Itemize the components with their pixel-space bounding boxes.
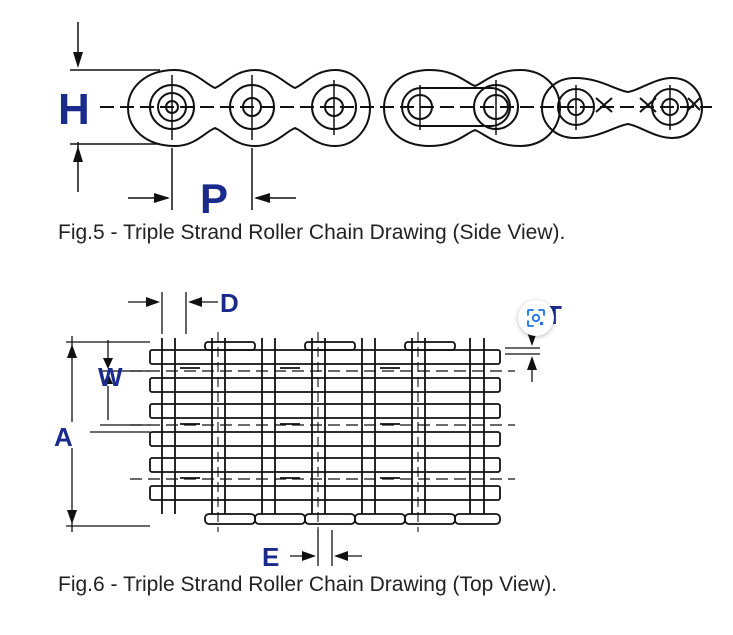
- dim-label-h: H: [58, 85, 90, 134]
- lens-search-button[interactable]: [518, 300, 554, 336]
- dim-label-d: D: [220, 288, 239, 318]
- side-view-drawing: H P: [58, 22, 712, 215]
- side-view-caption: Fig.5 - Triple Strand Roller Chain Drawi…: [58, 221, 566, 244]
- top-view-drawing: D T W A E: [54, 288, 562, 567]
- lens-search-icon: [527, 309, 545, 327]
- dim-label-p: P: [200, 175, 228, 215]
- top-view-figure: D T W A E: [0, 282, 733, 567]
- dim-label-e: E: [262, 542, 279, 567]
- dim-label-a: A: [54, 422, 73, 452]
- dim-label-w: W: [98, 362, 123, 392]
- side-view-figure: H P: [0, 0, 733, 215]
- top-view-caption: Fig.6 - Triple Strand Roller Chain Drawi…: [58, 573, 558, 596]
